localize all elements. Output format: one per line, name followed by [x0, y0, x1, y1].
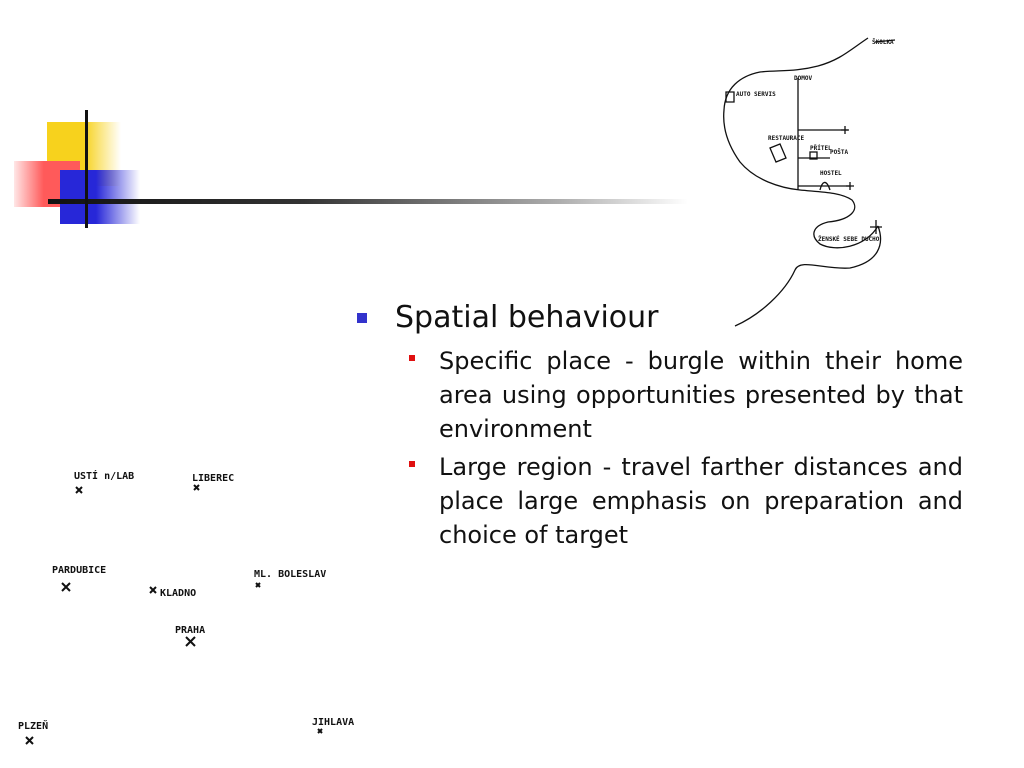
deco-blue-square: [60, 170, 140, 224]
map-label-zenske: ŽENSKÉ SEBE DUCHO: [818, 235, 880, 243]
bullet-spatial-behaviour: Spatial behaviour: [355, 298, 963, 338]
subbullet-large-region: Large region - travel farther distances …: [409, 450, 963, 552]
deco-vertical-rule: [85, 110, 88, 228]
map-label-domov: DOMOV: [794, 75, 812, 82]
deco-horizontal-rule: [48, 199, 688, 204]
subbullet-list: Specific place - burgle within their hom…: [355, 344, 963, 552]
local-map-sketch: ŠKOLKA AUTO SERVIS DOMOV RESTAURACE PŘÍT…: [723, 37, 896, 327]
slide-content: Spatial behaviour Specific place - burgl…: [355, 298, 963, 556]
subbullet-specific-place: Specific place - burgle within their hom…: [409, 344, 963, 446]
region-label-kladno: KLADNO: [160, 588, 196, 599]
region-label-plzen: PLZEŇ: [18, 719, 48, 732]
map-label-autoservis: AUTO SERVIS: [736, 91, 776, 98]
red-square-bullet-icon: [409, 355, 415, 361]
blue-square-bullet-icon: [357, 313, 367, 323]
region-label-liberec: LIBEREC: [192, 473, 234, 484]
subbullet-text: Specific place - burgle within their hom…: [439, 347, 963, 443]
red-square-bullet-icon: [409, 461, 415, 467]
subbullet-text: Large region - travel farther distances …: [439, 453, 963, 549]
map-label-restaurace: RESTAURACE: [768, 135, 805, 142]
region-label-mlboleslav: ML. BOLESLAV: [254, 569, 326, 580]
map-label-posta: POŠTA: [830, 149, 848, 156]
map-label-hostel: HOSTEL: [820, 170, 842, 177]
bullet-text: Spatial behaviour: [395, 300, 659, 335]
map-label-pritel: PŘÍTEL: [810, 144, 832, 152]
region-label-usti: USTÍ n/LAB: [74, 469, 134, 482]
region-map-sketch: USTÍ n/LAB LIBEREC PARDUBICE KLADNO ML. …: [18, 469, 354, 745]
region-label-pardubice: PARDUBICE: [52, 565, 106, 576]
map-label-skolka: ŠKOLKA: [872, 39, 894, 46]
region-label-jihlava: JIHLAVA: [312, 717, 354, 728]
region-label-praha: PRAHA: [175, 625, 205, 636]
